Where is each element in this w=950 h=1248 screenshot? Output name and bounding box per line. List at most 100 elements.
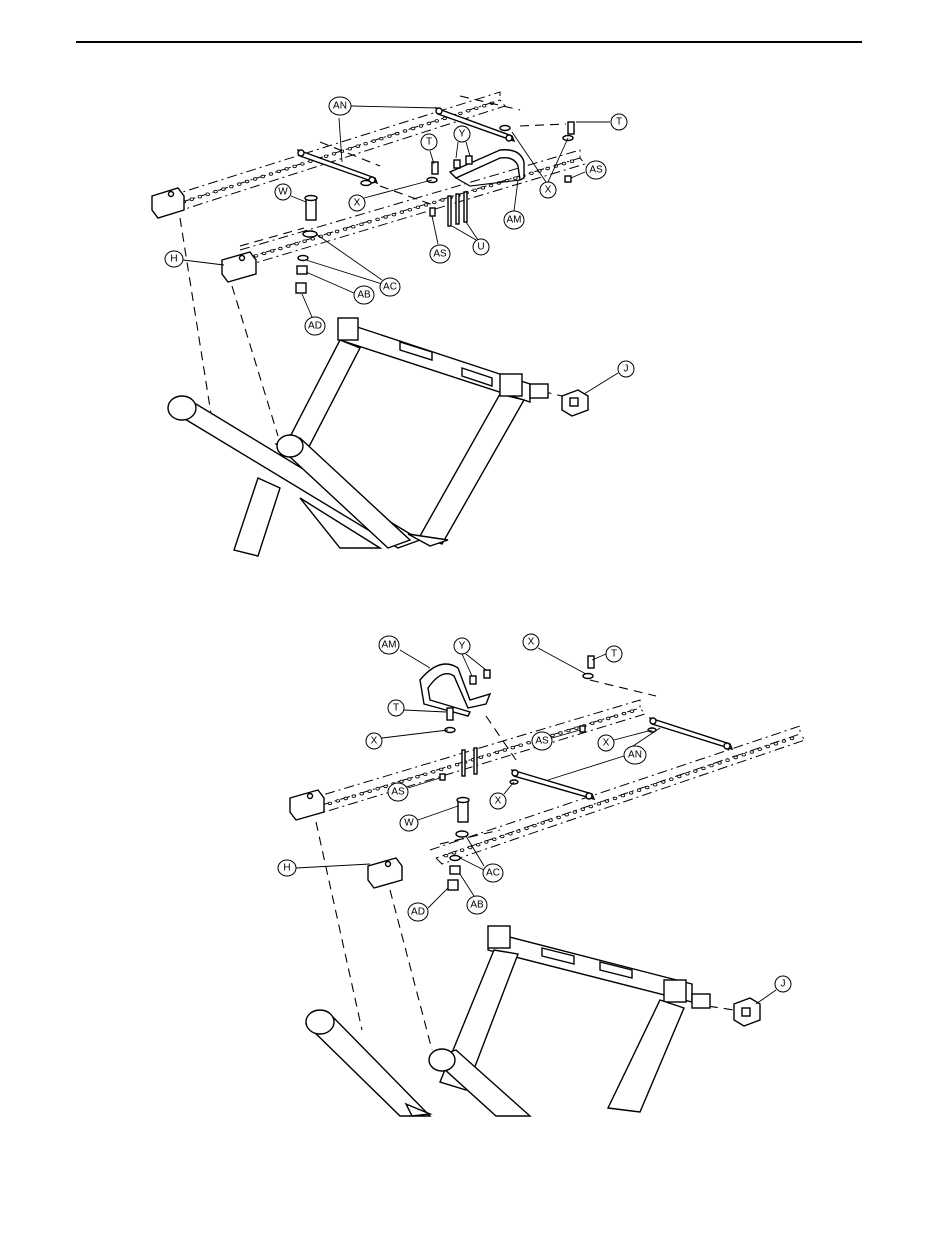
rail-hole [408, 778, 412, 781]
rail-hole [519, 744, 523, 747]
rail-hole [303, 240, 307, 243]
rail-hole [400, 211, 404, 214]
rail-hole [476, 843, 480, 846]
callout-label: U [477, 242, 484, 253]
rail-hole [662, 781, 666, 784]
rail-hole [392, 213, 396, 216]
rail-hole [562, 162, 566, 165]
rail-hole [606, 717, 610, 720]
callout-label: X [603, 738, 610, 749]
rail-hole [481, 187, 485, 190]
rail-hole [447, 766, 451, 769]
rail-hole [262, 252, 266, 255]
callout-label: AS [433, 249, 447, 260]
rail-hole [253, 178, 257, 181]
rail-hole [444, 854, 448, 857]
rail-hole [702, 767, 706, 770]
callout-label: AS [391, 787, 405, 798]
callout-ac: AC [306, 234, 400, 296]
rail-hole [384, 216, 388, 219]
callout-label: AS [589, 165, 603, 176]
rail-hole [327, 233, 331, 236]
rail-hole [511, 746, 515, 749]
rail-hole [198, 195, 202, 198]
callout-label: AD [411, 907, 425, 918]
rail-hole [694, 770, 698, 773]
rail-hole [376, 218, 380, 221]
callout-an: AN [329, 97, 438, 162]
rail-hole [311, 238, 315, 241]
rail-hole [774, 743, 778, 746]
rail-hole [559, 732, 563, 735]
callout-x: X [523, 634, 586, 674]
rail-hole [222, 188, 226, 191]
callout-am: AM [379, 636, 430, 668]
callout-as: AS [388, 778, 440, 801]
callout-label: W [404, 818, 414, 829]
callout-label: T [393, 703, 399, 714]
rail-hole [277, 170, 281, 173]
rail-hole [384, 785, 388, 788]
callout-label: H [283, 863, 290, 874]
am-handle-bottom [420, 664, 490, 716]
rail-hole [419, 125, 423, 128]
rail-hole [575, 727, 579, 730]
rail-hole [380, 137, 384, 140]
rail-hole [435, 120, 439, 123]
rail-hole [230, 185, 234, 188]
rail-hole [622, 712, 626, 715]
rail-hole [360, 792, 364, 795]
callout-label: AN [333, 101, 347, 112]
bottom-lower-rail [430, 726, 805, 864]
h-clamp-bottom-upper [290, 790, 324, 820]
callout-ab: AB [460, 874, 487, 914]
callout-label: X [545, 185, 552, 196]
rail-hole [344, 797, 348, 800]
rail-hole [530, 172, 534, 175]
callout-label: AD [308, 321, 322, 332]
rail-hole [782, 740, 786, 743]
callout-h: H [278, 860, 370, 876]
rail-hole [551, 734, 555, 737]
rail-hole [517, 830, 521, 833]
callout-label: AS [535, 736, 549, 747]
rail-hole [527, 741, 531, 744]
callout-x: X [490, 782, 514, 809]
rail-hole [487, 754, 491, 757]
rail-hole [514, 177, 518, 180]
rail-hole [376, 788, 380, 791]
callout-y: Y [454, 126, 470, 158]
rail-hole [343, 228, 347, 231]
callout-t-right: T [576, 114, 627, 130]
callout-x: X [598, 730, 652, 751]
figure-bottom: AM Y X T T [278, 634, 805, 1116]
rail-hole [630, 710, 634, 713]
rail-hole [408, 208, 412, 211]
rail-hole [468, 846, 472, 849]
rail-hole [460, 849, 464, 852]
callout-label: AC [383, 282, 397, 293]
rail-hole [301, 163, 305, 166]
rail-hole [718, 762, 722, 765]
rail-hole [439, 768, 443, 771]
rail-hole [364, 142, 368, 145]
rail-hole [766, 745, 770, 748]
rail-hole [482, 105, 486, 108]
rail-hole [493, 838, 497, 841]
rail-hole [621, 794, 625, 797]
callout-label: AB [470, 900, 484, 911]
rail-hole [509, 833, 513, 836]
rail-hole [489, 184, 493, 187]
rail-hole [287, 245, 291, 248]
rail-hole [269, 173, 273, 176]
j-endcap-bottom [734, 998, 760, 1026]
rail-hole [567, 729, 571, 732]
rail-hole [726, 759, 730, 762]
rail-hole [400, 780, 404, 783]
rail-hole [479, 756, 483, 759]
rail-hole [416, 206, 420, 209]
rail-hole [279, 247, 283, 250]
callout-label: T [426, 137, 432, 148]
an-strap-bottom-right [650, 718, 732, 749]
